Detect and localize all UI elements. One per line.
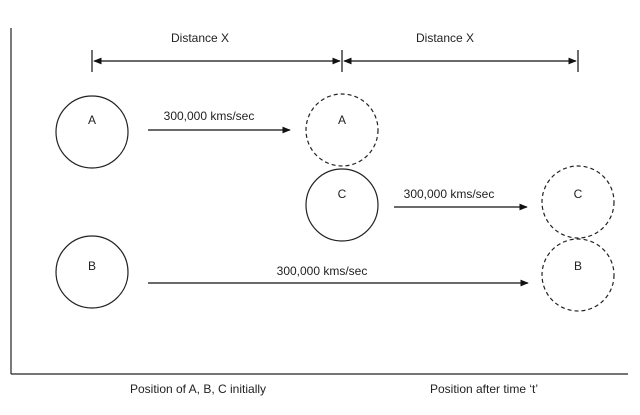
speed-label-a: 300,000 kms/sec [164,109,255,123]
circle-c-after-label: C [574,187,583,201]
caption-initial: Position of A, B, C initially [130,382,266,396]
circle-c-initial [305,168,379,242]
caption-after: Position after time ‘t’ [430,382,538,396]
circle-a-initial-label: A [88,113,96,127]
distance-label-right: Distance X [416,31,474,45]
speed-label-c: 300,000 kms/sec [404,187,495,201]
circle-c-initial-label: C [338,187,347,201]
circle-b-initial [55,235,129,309]
circle-c-after [541,165,615,239]
speed-label-b: 300,000 kms/sec [277,264,368,278]
circle-b-after-label: B [574,259,582,273]
circle-a-after [305,93,379,167]
circle-b-after [541,238,615,312]
circle-a-after-label: A [338,113,346,127]
distance-label-left: Distance X [171,31,229,45]
circle-b-initial-label: B [88,259,96,273]
circle-a-initial [55,95,129,169]
